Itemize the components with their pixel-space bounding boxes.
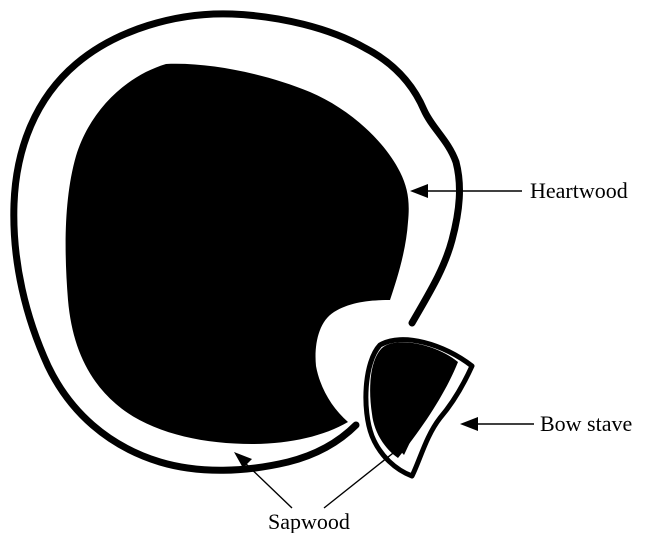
bow-stave bbox=[366, 340, 472, 476]
heartwood-pointer bbox=[410, 184, 522, 198]
heartwood-core bbox=[66, 64, 409, 444]
bow-stave-pointer bbox=[460, 417, 534, 431]
bow-stave-label: Bow stave bbox=[540, 411, 632, 436]
heartwood-label: Heartwood bbox=[530, 178, 628, 203]
sapwood-pointer-stave bbox=[324, 438, 412, 508]
sapwood-label: Sapwood bbox=[268, 509, 350, 533]
